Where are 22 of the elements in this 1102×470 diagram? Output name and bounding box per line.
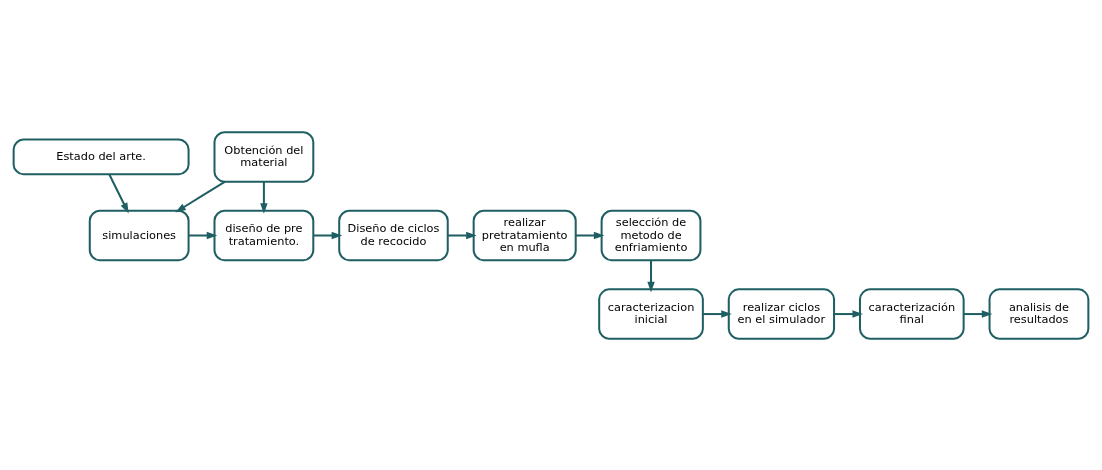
arrow: [963, 309, 993, 318]
node-box: Obtención del material: [213, 130, 315, 183]
node-box: analisis de resultados: [988, 287, 1090, 340]
node-box: caracterización final: [858, 287, 965, 340]
node-box: simulaciones: [88, 209, 190, 261]
arrow: [703, 309, 732, 318]
arrow: [313, 231, 343, 239]
arrow: [108, 173, 129, 213]
node-box: realizar ciclos en el simulador: [727, 287, 836, 340]
node-box: selección de metodo de enfriamiento: [600, 209, 702, 261]
node-box: caracterizacion inicial: [598, 287, 704, 340]
arrow: [447, 231, 477, 239]
arrow: [647, 259, 655, 292]
arrow: [260, 181, 268, 214]
arrow: [575, 231, 605, 239]
node-box: realizar pretratamiento en mufla: [472, 209, 577, 261]
arrow: [834, 309, 863, 318]
node-box: Diseño de ciclos de recocido: [338, 209, 449, 261]
node-box: Estado del arte.: [12, 138, 190, 175]
arrow: [188, 231, 218, 239]
node-box: diseño de pre tratamiento.: [213, 209, 315, 261]
arrow: [175, 180, 226, 212]
